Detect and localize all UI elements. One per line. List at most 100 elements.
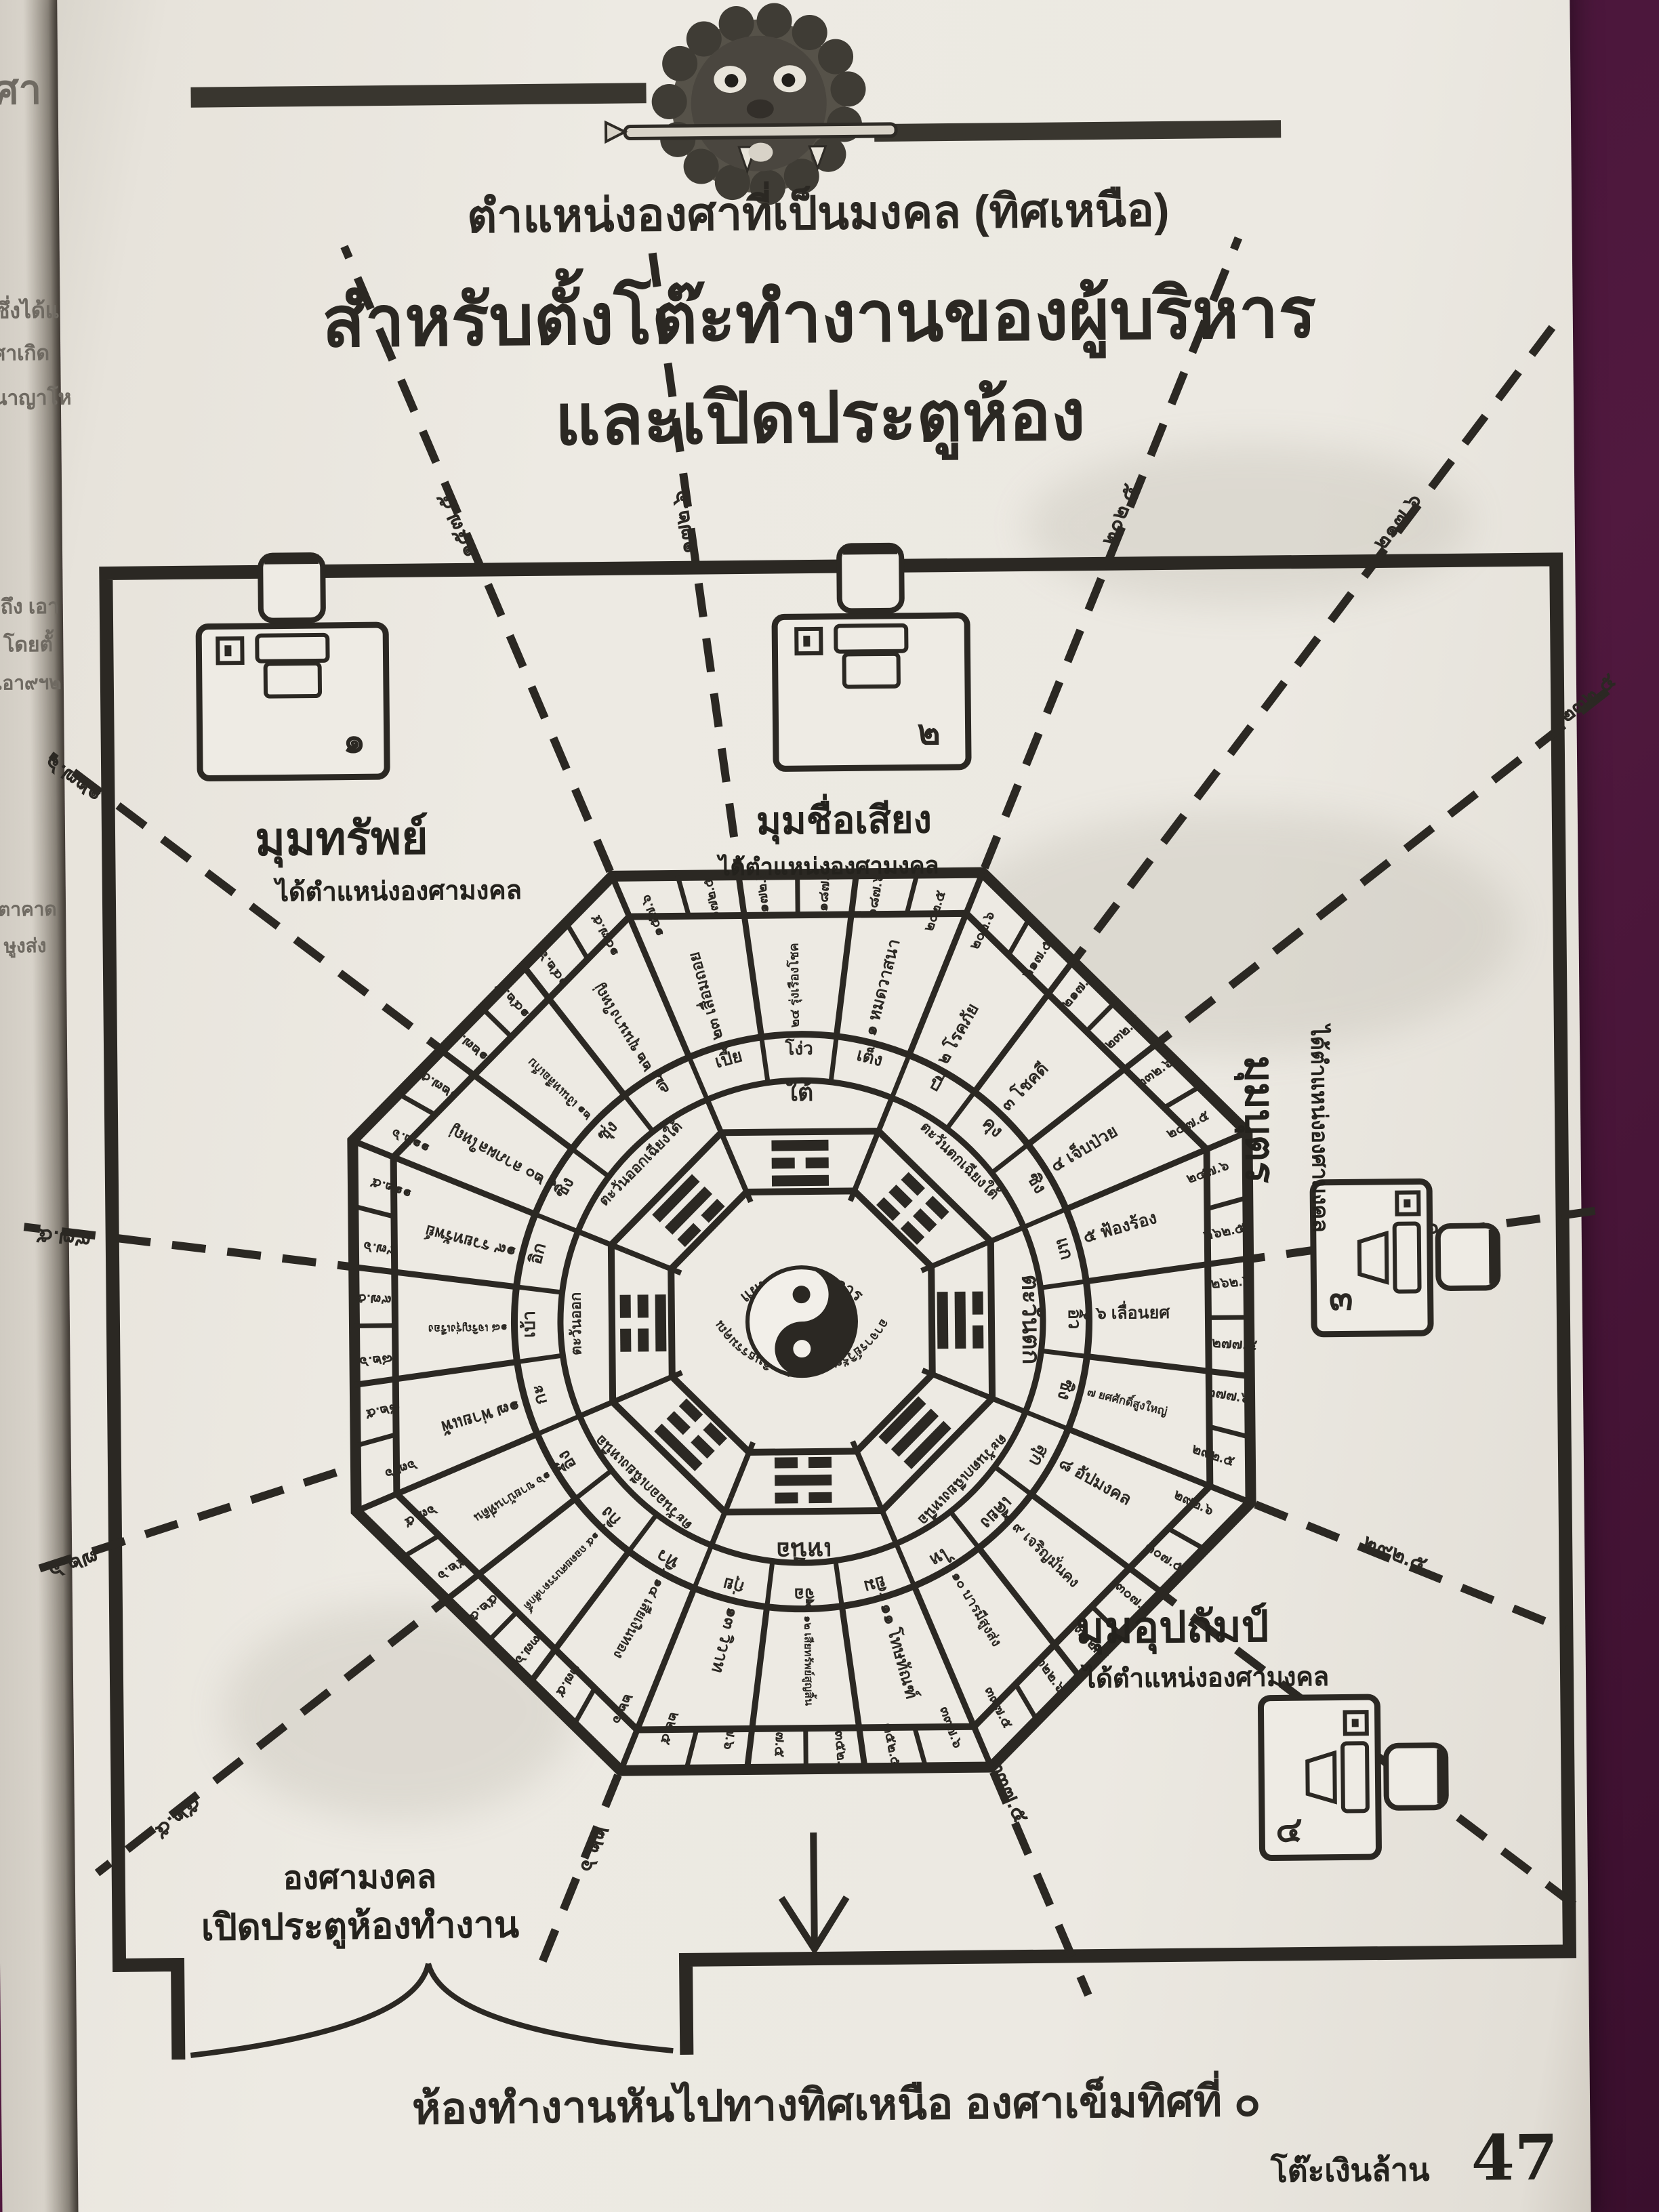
ray-degree-label: ๒๙๒.๕ [1359,1529,1431,1576]
degree-mid-spoke [1090,1604,1123,1637]
desk-lamp-dot [803,636,811,647]
trigram-bar [805,1157,829,1169]
ray-degree-label: ๙๗.๕ [35,1224,92,1254]
trigram-bar [638,1328,649,1352]
adjacent-page-text-fragment: ถึง เอา [0,595,60,619]
desk-table [195,621,390,782]
mountain-spoke [627,1513,659,1553]
desk-lamp-dot [1404,1199,1411,1208]
trigram-bar [890,1408,939,1457]
degree-mid-spoke [1084,1000,1117,1033]
mountain-spoke [990,1143,1030,1175]
trigram-bar [771,1174,830,1187]
ray-๙๗.๕ [23,1223,372,1273]
desk-monitor [834,623,909,654]
trigram-bar [954,1291,966,1349]
trigram-3 [878,1396,951,1469]
ray-degree-label: ๑๒๗.๖ [39,752,105,810]
sector-spoke [911,1584,994,1769]
degree-mid-spoke [1006,917,1031,956]
adjacent-page-text-fragment: โดยตั้ [3,633,54,657]
adjacent-page-text-fragment: ษูงส่ง [3,934,47,957]
trigram-bar [937,1292,949,1349]
sector-spoke [735,874,765,1038]
desk-๓ [1309,1178,1501,1338]
ray-๒๑๗.๖ [1059,313,1565,979]
ray-๕๒.๕ [94,1585,463,1877]
yy-dot-light [793,1340,811,1358]
door-degree-label-line2: เปิดประตูห้องทำงาน [201,1904,520,1948]
sector-spoke [1029,1492,1164,1595]
trigram-bar [654,1423,703,1471]
corner-label-wealth: มุมทรัพย์ [254,813,429,866]
trigram-bar [774,1457,798,1469]
trigram-spoke [624,1248,682,1276]
direction-name: เหนือ [776,1537,832,1565]
trigram-4 [774,1456,832,1504]
mountain-name: โง่ว [784,1038,813,1059]
sector-spoke [444,1496,577,1603]
diagram-caption: ห้องทำงานหันไปทางทิศเหนือ องศาเข็มทิศที่… [411,2076,1261,2133]
trigram-bar [677,1223,701,1248]
direction-spoke [869,1097,895,1147]
header-ornament [190,3,1282,205]
degree-mid-spoke [1208,1315,1249,1320]
trigram-bar [912,1208,937,1233]
degree-mid-spoke [571,1687,597,1726]
trigram-bar [900,1221,925,1245]
desk-monitor-base [1357,1230,1389,1285]
trigram-bar [655,1294,667,1352]
trigram-bar [771,1158,795,1169]
mountain-spoke [692,1544,714,1589]
corner-label-fame-sub: ได้ตำแหน่งองศามงคล [718,853,939,881]
adjacent-page-text-fragment: ซึ่งได้แ [0,300,60,324]
trigram-spoke [724,1145,754,1204]
desk-chair-back [264,554,319,565]
corner-label-children: มุมบุตร [1235,1055,1282,1184]
trigram-bar [888,1185,913,1209]
desk-number: ๒ [917,713,941,752]
desk-monitor-base [1305,1750,1337,1805]
ray-๒๒.๖ [537,1722,643,1967]
desk-lamp-dot [224,645,232,657]
ray-๑๕๗.๕ [340,245,636,924]
degree-mid-spoke [1163,1084,1202,1110]
ray-๒๓๒.๕ [1141,687,1612,1058]
sector-spoke [1026,1041,1159,1147]
trigram-bar [771,1139,829,1151]
degree-mid-spoke [487,1610,519,1643]
trigram-bar [701,1198,725,1223]
ray-degree-label: ๒๑๗.๖ [1368,488,1426,554]
mountain-spoke [1024,1410,1069,1431]
degree-mid-spoke [912,1726,928,1769]
mountain-spoke [1023,1206,1067,1230]
trigram-bar [876,1197,901,1221]
desk-๔ [1257,1694,1449,1862]
direction-spoke [704,1099,731,1149]
ornament-left-bar [190,83,647,108]
adjacent-page-text-fragment: ศา [0,68,42,114]
ray-degree-label: ๑๕๗.๕ [430,490,480,563]
direction-spoke [975,1225,1025,1250]
room-walls [99,552,1577,2060]
direction-name: ใต้ [785,1078,813,1106]
trigram-6 [619,1294,667,1352]
desk-number: ๑ [343,721,366,760]
corner-label-support: มุมอุปถัมป์ [1075,1601,1269,1653]
ray-๗๒.๖ [37,1451,390,1573]
desk-๑ [195,552,390,782]
trigram-bar [775,1492,798,1504]
mountain-spoke [571,1147,611,1179]
ray-degree-label: ๕๒.๕ [150,1793,207,1845]
trigram-bar [703,1422,727,1446]
desk-lamp [794,626,823,656]
ray-๒๐๒.๕ [960,236,1242,921]
sector-spoke [1067,1426,1252,1506]
desk-number: ๔ [1275,1810,1303,1849]
degree-label: ๓๕๒.๖ [832,1730,851,1774]
trigram-bar [652,1174,700,1223]
desk-lamp [1343,1710,1369,1736]
sector-spoke [351,1137,537,1217]
adjacent-page-text-fragment: เอา๙ฯ๒ [0,671,62,694]
